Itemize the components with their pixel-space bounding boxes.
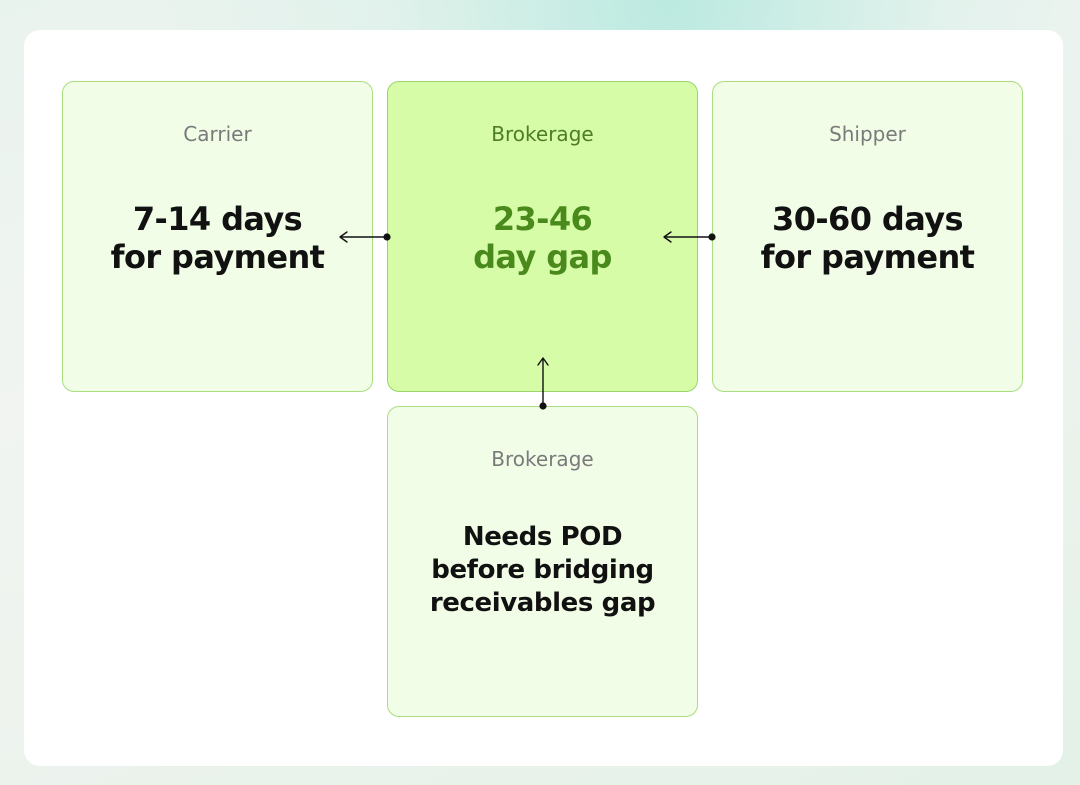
edge-origin-dot (383, 233, 391, 241)
carrier-value-line: for payment (110, 238, 325, 276)
brokerage-value-line: 23-46 (492, 200, 593, 238)
edge-origin-dot (708, 233, 716, 241)
carrier-card: Carrier 7-14 days for payment (62, 81, 373, 392)
brokerage-pod-value-line: before bridging (431, 555, 654, 585)
shipper-value-line: 30-60 days (772, 200, 964, 238)
brokerage-pod-value-line: receivables gap (429, 588, 656, 618)
edge-origin-dot (539, 402, 547, 410)
shipper-value-line: for payment (760, 238, 975, 276)
shipper-card: Shipper 30-60 days for payment (712, 81, 1023, 392)
brokerage-pod-label: Brokerage (491, 447, 594, 471)
edge-shipper-to-brokerage (663, 231, 713, 243)
edge-brokerage-to-carrier (339, 231, 388, 243)
carrier-label: Carrier (183, 122, 252, 146)
shipper-label: Shipper (829, 122, 906, 146)
brokerage-pod-requirement: Needs POD before bridging receivables ga… (398, 521, 687, 620)
brokerage-label: Brokerage (491, 122, 594, 146)
brokerage-gap: 23-46 day gap (398, 200, 687, 276)
brokerage-value-line: day gap (473, 238, 612, 276)
brokerage-pod-card: Brokerage Needs POD before bridging rece… (387, 406, 698, 717)
shipper-payment-terms: 30-60 days for payment (723, 200, 1012, 276)
carrier-value-line: 7-14 days (132, 200, 303, 238)
brokerage-pod-value-line: Needs POD (462, 522, 623, 552)
carrier-payment-terms: 7-14 days for payment (73, 200, 362, 276)
edge-pod-to-brokerage (537, 357, 549, 407)
